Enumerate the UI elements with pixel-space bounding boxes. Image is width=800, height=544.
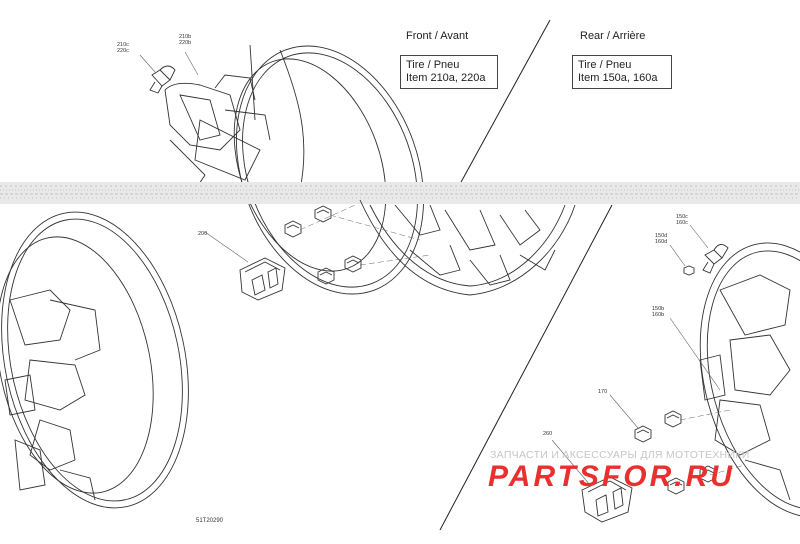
callout-150d: 150d	[655, 233, 668, 239]
callout-170: 170	[598, 389, 608, 395]
front-tire-items: Item 210a, 220a	[406, 72, 486, 84]
callout-220c: 220c	[117, 48, 129, 54]
rear-tire-items: Item 150a, 160a	[578, 72, 658, 84]
callout-160b: 160b	[652, 312, 665, 318]
front-tire-callout-box: Tire / Pneu Item 210a, 220a	[400, 55, 498, 89]
callout-220b: 220b	[179, 40, 192, 46]
callout-210c: 210c	[117, 42, 129, 48]
rear-tire-callout-box: Tire / Pneu Item 150a, 160a	[572, 55, 672, 89]
rear-section-heading: Rear / Arrière	[580, 30, 646, 42]
callout-160d: 160d	[655, 239, 668, 245]
callout-150c: 150c	[676, 214, 688, 220]
watermark-logo: PARTSFOR.RU	[488, 460, 735, 493]
front-valve-stem	[149, 65, 176, 94]
rear-hub-cap-bracket	[581, 476, 633, 523]
callout-210b: 210b	[179, 34, 192, 40]
front-lug-nuts	[284, 205, 362, 285]
rear-valve-stem	[702, 244, 729, 274]
watermark-tagline: ЗАПЧАСТИ И АКСЕССУАРЫ ДЛЯ МОТОТЕХНИКИ	[490, 449, 750, 461]
divider-line-upper	[459, 19, 551, 185]
rear-valve-cap	[683, 265, 695, 276]
front-wheel-lower	[359, 199, 576, 296]
callout-260: 260	[543, 431, 553, 437]
callout-200: 200	[198, 231, 208, 237]
rear-lug-nuts	[634, 410, 717, 495]
figure-code: 51T20290	[196, 518, 224, 524]
callout-160c: 160c	[676, 220, 688, 226]
front-tire-line: Tire / Pneu	[406, 59, 460, 71]
front-section-heading: Front / Avant	[406, 30, 469, 42]
divider-line-lower	[439, 204, 613, 531]
rear-tire-line: Tire / Pneu	[578, 59, 632, 71]
callout-150b: 150b	[652, 306, 665, 312]
rear-wheel-rim	[699, 242, 800, 518]
front-hub-cap-bracket	[239, 257, 286, 301]
left-wheel-rim	[0, 211, 189, 509]
